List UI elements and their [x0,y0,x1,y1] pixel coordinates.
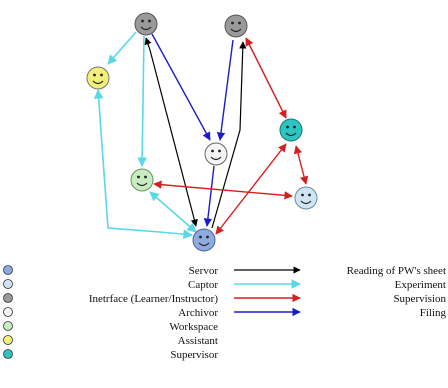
legend-workspace-icon [3,321,13,331]
legend-arrow-label: Filing [420,307,447,319]
legend-role-label: Workspace [169,321,218,333]
diagram-nodes [86,12,318,252]
legend-interface-icon [3,293,13,303]
teal-smiley-icon [279,118,303,142]
top-right-smiley-icon [224,14,248,38]
legend-arrow-reading: Reading of PW's sheet [234,265,446,277]
top-left-smiley-icon [134,12,158,36]
legend-role-label: Assistant [178,335,218,347]
diagram-edges [93,31,309,239]
edge-supervisor-to-captor [293,145,309,185]
legend-servor-icon [3,265,13,275]
legend-role-assistant: Assistant [3,335,218,347]
legend-arrow-experiment: Experiment [234,279,446,291]
legend-archivor-icon [3,307,13,317]
edge-interface-to-servor [203,165,215,227]
edge-archivor-to-assistant [107,31,137,65]
legend-arrow-label: Experiment [395,279,446,291]
edge-archivor-to-workspace [137,35,147,167]
legend-captor-icon [3,279,13,289]
legend-role-servor: Servor [3,265,219,277]
legend-role-interface: Inetrface (Learner/Instructor) [3,293,219,305]
white-smiley-icon [204,142,228,166]
edge-archivor-to-interface [151,33,211,141]
legend-role-label: Archivor [178,307,218,319]
legend-role-label: Captor [188,279,218,291]
edge-archivor2-to-interface [216,39,234,141]
legend-role-supervisor: Supervisor [3,349,218,361]
edge-archivor2-to-supervisor [245,37,287,119]
light-blue-smiley-icon [294,186,318,210]
edge-workspace-to-captor [153,180,293,200]
legend-arrow-filing: Filing [234,307,446,319]
legend-assistant-icon [3,335,13,345]
green-smiley-icon [130,168,154,192]
legend-role-label: Inetrface (Learner/Instructor) [89,293,219,305]
yellow-smiley-icon [86,66,110,90]
edge-assistant-to-servor [93,89,193,239]
edge-servor-reading-archivor2 [211,41,247,229]
legend-roles: Servor Captor Inetrface (Learner/Instruc… [3,265,219,361]
legend-supervisor-icon [3,349,13,359]
edge-archivor-reading-servor [144,37,198,227]
legend-role-archivor: Archivor [3,307,218,319]
legend-arrow-label: Reading of PW's sheet [347,265,446,277]
legend-role-label: Supervisor [170,349,218,361]
legend-role-workspace: Workspace [3,321,218,333]
legend-arrows: Reading of PW's sheet Experiment Supervi… [234,265,446,319]
legend-arrow-label: Supervision [393,293,446,305]
bottom-blue-smiley-icon [192,228,216,252]
edge-supervisor-to-servor [215,143,287,235]
legend-arrow-supervision: Supervision [234,293,446,305]
legend-role-label: Servor [189,265,219,277]
legend-role-captor: Captor [3,279,218,291]
